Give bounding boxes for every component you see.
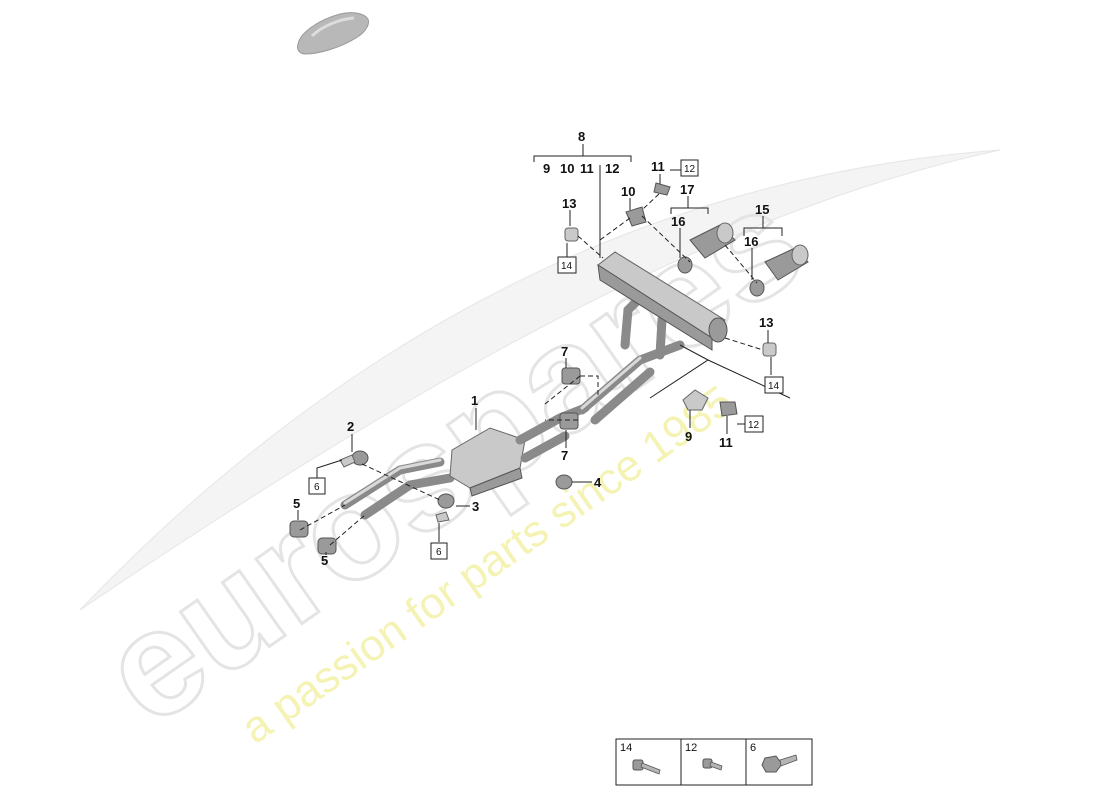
box-ref-14-left: 14 (557, 256, 577, 274)
box-ref-6-left: 6 (308, 477, 326, 495)
center-muffler (449, 427, 526, 497)
bolt-icon (761, 754, 798, 773)
callout-17: 17 (680, 182, 694, 197)
svg-text:12: 12 (748, 420, 760, 431)
car-silhouette-icon (297, 12, 369, 55)
callout-13-right: 13 (759, 315, 773, 330)
callout-8: 8 (578, 129, 585, 144)
svg-text:6: 6 (314, 482, 320, 493)
svg-text:14: 14 (620, 742, 632, 754)
callout-8-sub-9: 9 (543, 161, 550, 176)
callout-11-upper: 11 (651, 159, 665, 174)
rear-silencer (597, 251, 728, 351)
box-ref-12-lower: 12 (744, 415, 764, 433)
callout-9: 9 (685, 429, 692, 444)
fastener-table: 14 12 6 (615, 738, 813, 786)
leader-lines (297, 144, 791, 555)
fastener-cell-6: 6 (750, 742, 798, 773)
callout-11-lower: 11 (719, 435, 733, 450)
svg-text:14: 14 (768, 381, 780, 392)
tailpipe-left (689, 222, 736, 259)
box-ref-6-lower: 6 (430, 542, 448, 560)
bolt-icon (632, 759, 661, 775)
callout-labels: 1 2 3 4 5 5 7 7 8 9 10 11 12 9 10 11 11 … (293, 129, 773, 568)
exhaust-assembly (289, 182, 809, 555)
callout-10: 10 (621, 184, 635, 199)
callout-16-right: 16 (744, 234, 758, 249)
callout-1: 1 (471, 393, 478, 408)
watermark-swoosh (79, 149, 1001, 611)
callout-16-left: 16 (671, 214, 685, 229)
svg-text:6: 6 (436, 547, 442, 558)
svg-text:14: 14 (561, 261, 573, 272)
fastener-cell-14: 14 (620, 742, 661, 775)
callout-8-sub-10: 10 (560, 161, 574, 176)
callout-2: 2 (347, 419, 354, 434)
callout-8-sub-11: 11 (580, 161, 594, 176)
callout-4: 4 (594, 475, 602, 490)
svg-text:6: 6 (750, 742, 756, 754)
svg-text:12: 12 (685, 742, 697, 754)
callout-5-lower: 5 (321, 553, 328, 568)
tailpipe-right (764, 244, 809, 281)
callout-7-lower: 7 (561, 448, 568, 463)
callout-3: 3 (472, 499, 479, 514)
callout-7-upper: 7 (561, 344, 568, 359)
box-ref-14-right: 14 (764, 376, 784, 394)
callout-15: 15 (755, 202, 769, 217)
callout-8-sub-12: 12 (605, 161, 619, 176)
callout-13-left: 13 (562, 196, 576, 211)
boxed-references: 12 14 14 12 6 6 (308, 159, 784, 560)
fastener-cell-12: 12 (685, 742, 723, 771)
callout-5-upper: 5 (293, 496, 300, 511)
bolt-icon (702, 758, 723, 771)
svg-text:12: 12 (684, 164, 696, 175)
box-ref-12-upper: 12 (680, 159, 699, 177)
